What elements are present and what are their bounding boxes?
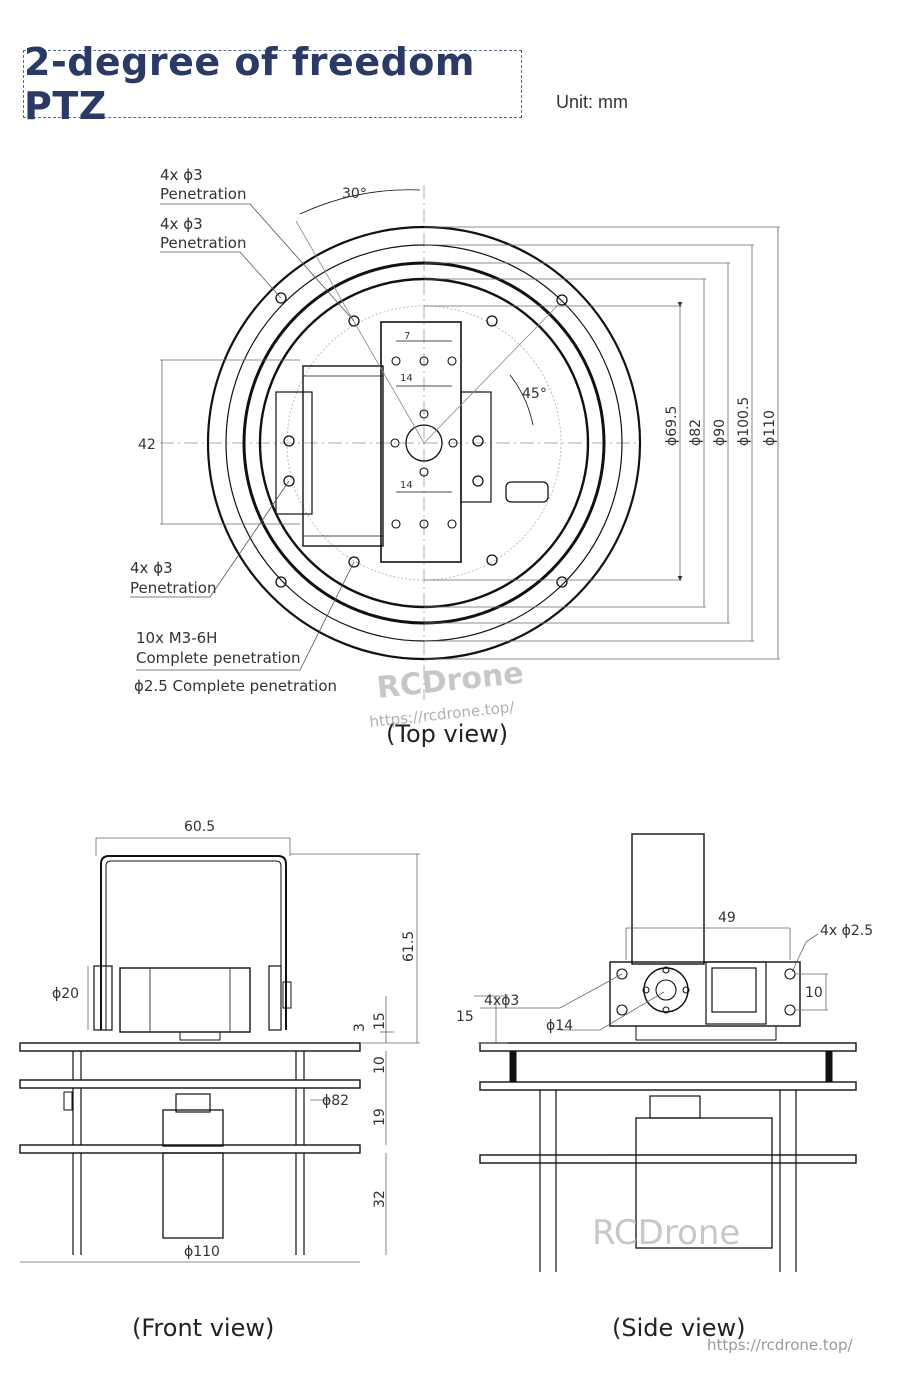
note-hole-b-qty: 4x ϕ3 <box>160 215 203 233</box>
caption-front-view: (Front view) <box>132 1314 274 1342</box>
note-hole-c-qty: 4x ϕ3 <box>130 559 173 577</box>
note-thread-qty: 10x M3-6H <box>136 629 217 647</box>
note-hole-a-qty: 4x ϕ3 <box>160 166 203 184</box>
top-view-labels: 4x ϕ3 Penetration 4x ϕ3 Penetration 4x ϕ… <box>130 166 778 748</box>
page-title: 2-degree of freedom PTZ <box>24 40 475 128</box>
dim-h15: 15 <box>372 1012 388 1030</box>
front-view <box>19 837 420 1263</box>
dim-pitch-14a: 14 <box>400 373 413 384</box>
dim-h10-side: 10 <box>805 985 823 1001</box>
watermark-logo-side: RCDrone <box>592 1213 740 1253</box>
dim-pitch-14b: 14 <box>400 480 413 491</box>
caption-side-view: (Side view) <box>612 1314 746 1342</box>
dim-d110: ϕ110 <box>762 410 778 446</box>
dim-d90: ϕ90 <box>712 419 728 446</box>
dim-width-49: 49 <box>718 910 736 926</box>
dim-angle-30: 30° <box>342 186 367 202</box>
dim-height-42: 42 <box>138 437 156 453</box>
front-view-labels: 60.5 61.5 ϕ20 3 15 10 ϕ82 19 32 ϕ110 (Fr… <box>52 819 417 1342</box>
dim-h19: 19 <box>372 1108 388 1126</box>
note-center-hole: ϕ2.5 Complete penetration <box>134 677 337 695</box>
dim-width-60: 60.5 <box>184 819 215 835</box>
dim-d82: ϕ82 <box>688 419 704 446</box>
unit-label: Unit: mm <box>556 92 628 112</box>
dim-h32: 32 <box>372 1190 388 1208</box>
dim-d100: ϕ100.5 <box>736 397 752 446</box>
source-url: https://rcdrone.top/ <box>707 1336 853 1354</box>
dim-d14: ϕ14 <box>546 1018 573 1034</box>
caption-top-view: (Top view) <box>386 720 508 748</box>
dim-angle-45: 45° <box>522 386 547 402</box>
dim-d110-front: ϕ110 <box>184 1244 220 1260</box>
note-thread-desc: Complete penetration <box>136 649 301 667</box>
dim-height-61: 61.5 <box>401 931 417 962</box>
title-box: 2-degree of freedom PTZ <box>23 40 522 128</box>
dim-d82-front: ϕ82 <box>322 1093 349 1109</box>
top-view <box>130 185 780 700</box>
dim-h15-side: 15 <box>456 1009 474 1025</box>
side-view <box>474 833 857 1272</box>
dim-holes-25: 4x ϕ2.5 <box>820 923 873 939</box>
side-view-labels: 49 4x ϕ2.5 10 15 4xϕ3 ϕ14 RCDrone (Side … <box>456 910 873 1354</box>
note-hole-a-desc: Penetration <box>160 185 246 203</box>
dim-holes-3: 4xϕ3 <box>484 993 519 1009</box>
note-hole-b-desc: Penetration <box>160 234 246 252</box>
dim-d20: ϕ20 <box>52 986 79 1002</box>
dim-pitch-7: 7 <box>404 331 410 342</box>
note-hole-c-desc: Penetration <box>130 579 216 597</box>
dim-d69: ϕ69.5 <box>664 406 680 446</box>
dim-h10: 10 <box>372 1056 388 1074</box>
dim-h3: 3 <box>352 1023 368 1032</box>
